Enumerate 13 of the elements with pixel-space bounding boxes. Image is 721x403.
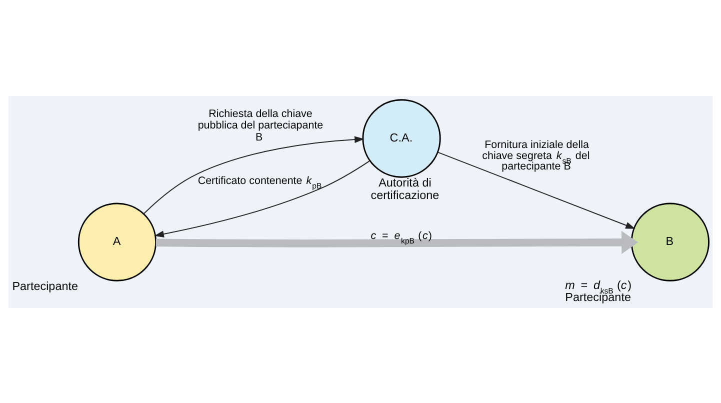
arrow [154, 160, 370, 237]
node-label: Partecipante [12, 280, 78, 293]
node-label: Autorità di certificazione [370, 176, 440, 202]
edge-label: Certificato contenente k$_{pB}$ [198, 174, 322, 190]
edge-label: Fornitura iniziale della chiave segreta k$_{sB}$ del partecipante B [482, 138, 590, 172]
node-circle: A [78, 202, 157, 281]
arrow [143, 136, 364, 214]
arrow [437, 151, 636, 228]
edge-label: c = e$_{kpB}$ (c) [370, 229, 432, 245]
node-circle: B [630, 202, 710, 281]
arrow [156, 230, 638, 254]
node-circle: C.A. [362, 98, 441, 178]
edge-label: Richiesta della chiave pubblica del parteciapante B [198, 107, 324, 143]
